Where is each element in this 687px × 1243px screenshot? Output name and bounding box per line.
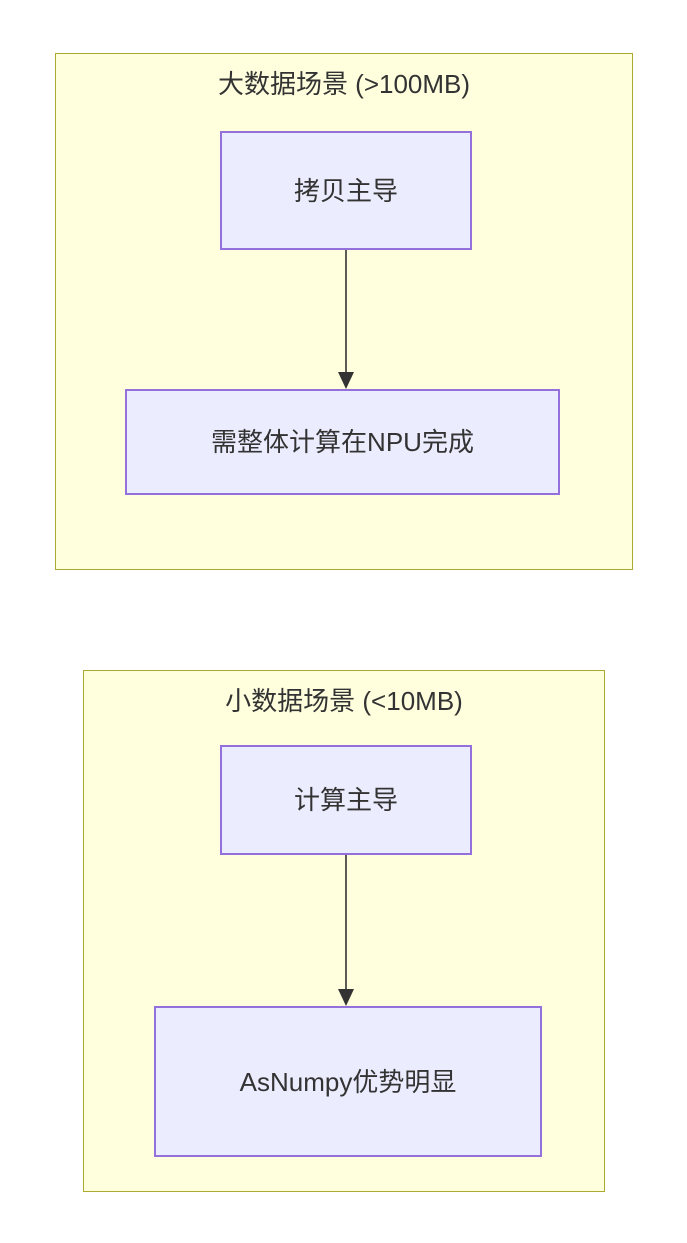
node-label-copy-dominant: 拷贝主导 [293,175,398,206]
node-compute-dominant[interactable]: 计算主导 [220,745,472,855]
node-copy-dominant[interactable]: 拷贝主导 [220,131,472,250]
node-label-compute-dominant: 计算主导 [293,785,398,815]
node-label-whole-compute-npu: 需整体计算在NPU完成 [211,427,474,457]
node-label-asnumpy-advantage: AsNumpy优势明显 [239,1066,457,1097]
node-asnumpy-advantage[interactable]: AsNumpy优势明显 [154,1006,542,1157]
cluster-title-large-data: 大数据场景 (>100MB) [217,69,471,99]
node-whole-compute-npu[interactable]: 需整体计算在NPU完成 [125,389,560,495]
cluster-title-small-data: 小数据场景 (<10MB) [225,686,463,716]
